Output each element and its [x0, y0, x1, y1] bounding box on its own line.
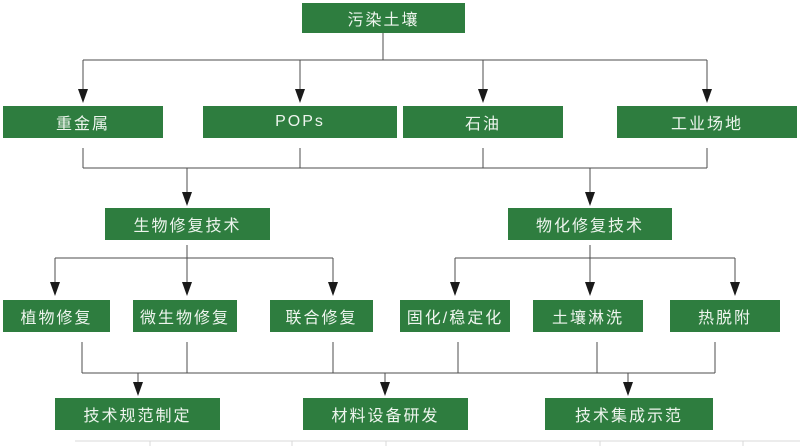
node-technical-standards: 技术规范制定 [55, 398, 220, 430]
node-soil-washing: 土壤淋洗 [533, 300, 643, 332]
node-contaminated-soil: 污染土壤 [302, 3, 465, 33]
node-microbial-remediation: 微生物修复 [133, 300, 237, 332]
node-thermal-desorption: 热脱附 [670, 300, 780, 332]
node-physicochemical-tech: 物化修复技术 [508, 208, 672, 240]
node-heavy-metals: 重金属 [3, 106, 163, 138]
node-bioremediation-tech: 生物修复技术 [105, 208, 270, 240]
node-pops: POPs [203, 106, 397, 138]
arrowheads [50, 89, 740, 396]
cropped-bottom-edge [75, 440, 800, 446]
node-petroleum: 石油 [403, 106, 563, 138]
node-phytoremediation: 植物修复 [3, 300, 110, 332]
node-solidification-stabilization: 固化/稳定化 [400, 300, 510, 332]
node-technology-integration-demo: 技术集成示范 [545, 398, 713, 430]
node-industrial-sites: 工业场地 [617, 106, 797, 138]
node-materials-equipment-rd: 材料设备研发 [303, 398, 468, 430]
node-combined-remediation: 联合修复 [270, 300, 373, 332]
